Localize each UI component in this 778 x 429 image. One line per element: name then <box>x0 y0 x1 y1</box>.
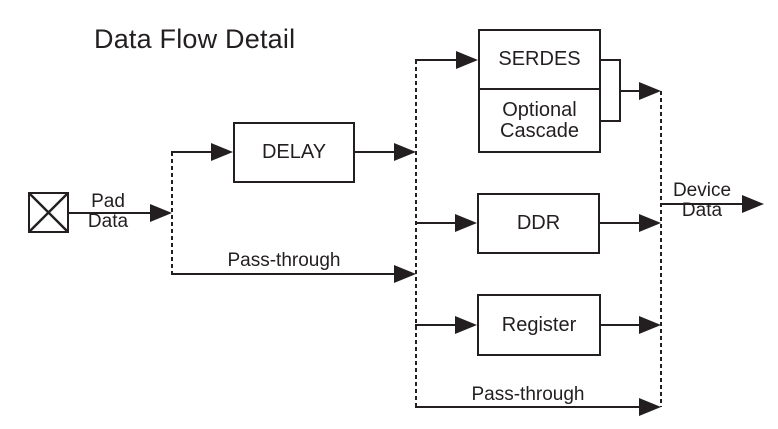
cascade-output-tab <box>599 59 621 122</box>
pad-icon <box>28 192 69 233</box>
pass-through-upper-line <box>171 273 394 275</box>
optional-cascade-label-line1: Optional <box>502 98 577 121</box>
ddr-output-arrowhead <box>639 214 661 232</box>
serdes-block-label: SERDES <box>498 48 581 70</box>
pass-through-lower-arrowhead <box>639 398 661 416</box>
delay-output-arrowhead <box>394 143 416 161</box>
pass-through-upper-label: Pass-through <box>227 250 341 271</box>
distribution-bus-dashed-line <box>415 60 417 407</box>
register-output-line <box>601 324 639 326</box>
register-output-arrowhead <box>639 316 661 334</box>
collection-bus-dashed-line <box>660 91 662 407</box>
serdes-output-line <box>621 90 639 92</box>
pass-through-upper-arrowhead <box>394 265 416 283</box>
device-data-label-line2: Data <box>681 200 723 221</box>
register-block-label: Register <box>501 313 577 336</box>
device-data-arrowhead <box>742 195 764 213</box>
optional-cascade-label: Optional Cascade <box>500 98 579 142</box>
pass-through-lower-line <box>415 406 639 408</box>
splitter-bus-dashed-line <box>171 152 173 274</box>
register-input-arrowhead <box>455 316 477 334</box>
pad-data-label: Pad Data <box>78 192 138 232</box>
optional-cascade-section: Optional Cascade <box>480 88 599 151</box>
device-data-label: Device Data <box>662 181 742 221</box>
device-data-label-line1: Device <box>672 180 732 201</box>
ddr-output-line <box>600 222 639 224</box>
delay-input-line <box>171 151 211 153</box>
pad-data-label-line1: Pad <box>91 191 125 212</box>
pad-cross-icon <box>30 194 67 231</box>
delay-block-label: DELAY <box>261 141 327 163</box>
serdes-input-line <box>415 59 456 61</box>
optional-cascade-label-line2: Cascade <box>500 119 579 142</box>
pad-data-arrowhead <box>150 204 172 222</box>
serdes-input-arrowhead <box>456 51 478 69</box>
page-title: Data Flow Detail <box>94 24 296 54</box>
delay-output-line <box>355 151 394 153</box>
ddr-input-line <box>415 222 455 224</box>
pad-data-label-line2: Data <box>87 211 129 232</box>
register-input-line <box>415 324 455 326</box>
pad-data-line <box>69 212 151 214</box>
pass-through-lower-label: Pass-through <box>471 384 585 405</box>
device-data-line <box>661 203 742 205</box>
ddr-block: DDR <box>477 193 600 254</box>
serdes-output-arrowhead <box>639 82 661 100</box>
serdes-block: SERDES Optional Cascade <box>478 29 601 153</box>
ddr-block-label: DDR <box>516 212 561 234</box>
ddr-input-arrowhead <box>455 214 477 232</box>
register-block: Register <box>477 294 601 356</box>
delay-input-arrowhead <box>211 143 233 161</box>
delay-block: DELAY <box>233 122 355 183</box>
